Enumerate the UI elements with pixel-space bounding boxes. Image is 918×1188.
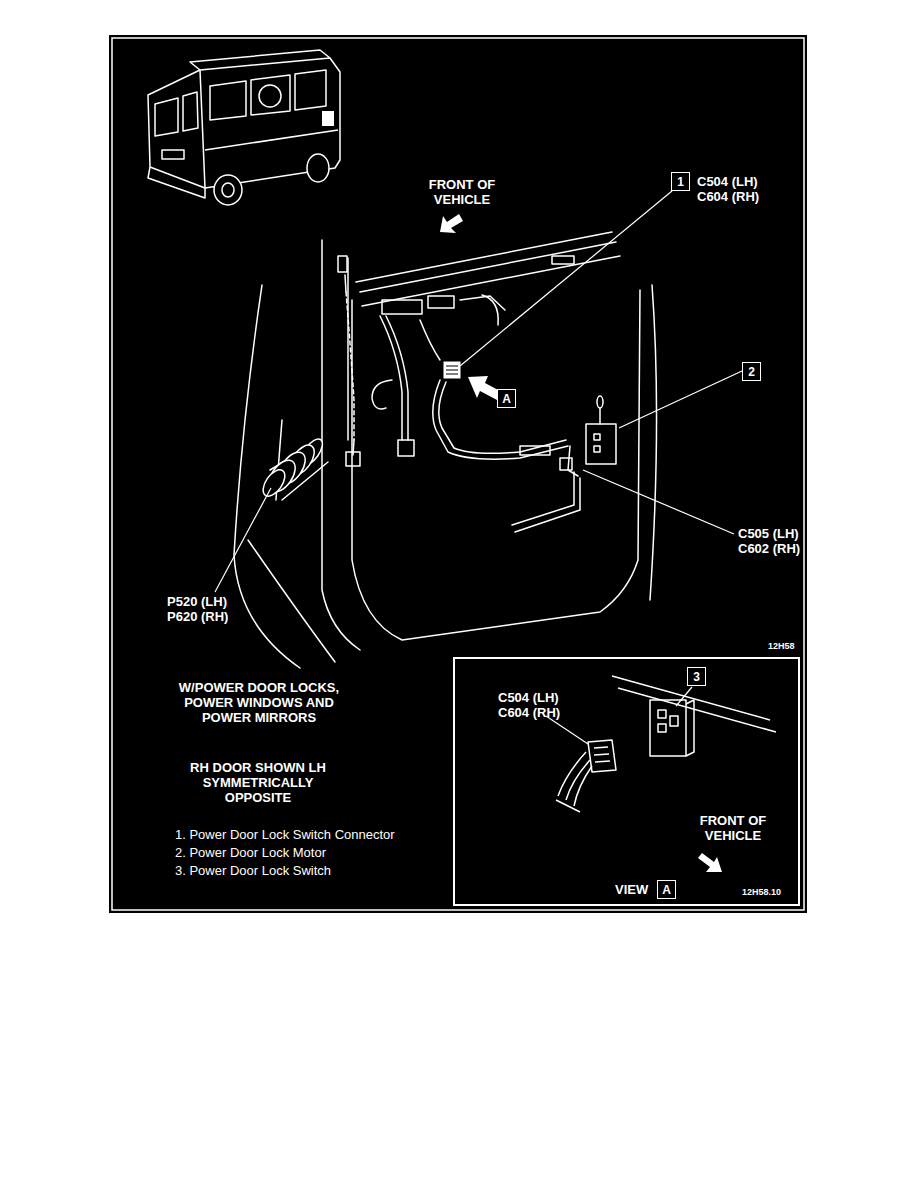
- door-locator: [322, 111, 334, 126]
- callout-text: 3: [693, 670, 700, 684]
- part-label: RH DOOR SHOWN LH SYMMETRICALLY OPPOSITE: [188, 760, 328, 805]
- inset-text: 12H58.10: [742, 887, 781, 897]
- inset-sketch: [556, 676, 776, 812]
- callout-number: 2: [742, 362, 761, 381]
- callout-text: 2: [748, 365, 755, 379]
- callout-number: A: [657, 880, 676, 899]
- callout-number: A: [497, 389, 516, 408]
- inset-ground: [453, 657, 800, 906]
- door-sketch: [234, 232, 657, 668]
- inset-front-arrow: [698, 853, 722, 872]
- inset-text: VIEW: [615, 882, 648, 897]
- part-label: FRONT OF VEHICLE: [420, 177, 504, 207]
- inset-text: C504 (LH) C604 (RH): [498, 690, 580, 720]
- callout-number: 1: [671, 172, 690, 191]
- part-label: 12H58: [768, 641, 795, 651]
- view-inset: C504 (LH) C604 (RH) FRONT OF VEHICLE VIEW 1…: [453, 657, 800, 906]
- switch-connector: [444, 362, 460, 378]
- callout-text: A: [502, 392, 511, 406]
- part-label: C504 (LH) C604 (RH): [697, 174, 779, 204]
- panel-frame: [112, 38, 804, 910]
- inset-text: FRONT OF VEHICLE: [691, 813, 775, 843]
- part-label: 1. Power Door Lock Switch Connector: [175, 827, 395, 842]
- leader-lines: [215, 191, 742, 744]
- part-label: 2. Power Door Lock Motor: [175, 845, 326, 860]
- part-label: C505 (LH) C602 (RH): [738, 526, 820, 556]
- part-label: 3. Power Door Lock Switch: [175, 863, 331, 878]
- panel-ground: [109, 35, 807, 913]
- rubber-boot: [259, 436, 326, 500]
- connector-hatch: [446, 366, 458, 374]
- part-label: W/POWER DOOR LOCKS, POWER WINDOWS AND PO…: [168, 680, 350, 725]
- van-sketch: [148, 50, 340, 205]
- callout-text: A: [662, 883, 671, 897]
- callout-number: 3: [687, 667, 706, 686]
- callout-text: 1: [677, 175, 684, 189]
- part-label: P520 (LH) P620 (RH): [167, 594, 249, 624]
- front-arrow: [440, 214, 463, 233]
